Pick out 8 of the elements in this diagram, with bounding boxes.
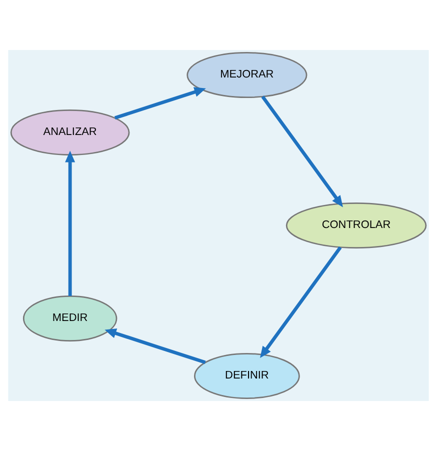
node-ellipse: DEFINIR [194, 352, 300, 398]
arrow [261, 95, 343, 207]
node-ellipse: ANALIZAR [10, 109, 130, 155]
arrow [260, 246, 342, 358]
arrow [114, 86, 206, 120]
node-ellipse: CONTROLAR [286, 202, 427, 248]
arrow [104, 328, 206, 364]
arrow [65, 150, 76, 296]
